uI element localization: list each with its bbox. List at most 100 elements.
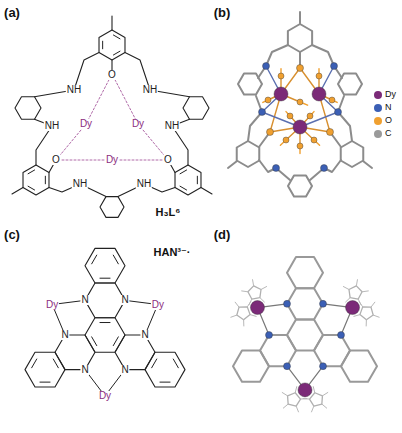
legend-row: C bbox=[374, 129, 392, 138]
methyl-bond bbox=[354, 315, 360, 317]
methyl-bond bbox=[243, 320, 244, 326]
atom-label: NH bbox=[44, 121, 60, 131]
nitrogen-atom bbox=[266, 332, 273, 339]
legend-swatch bbox=[374, 117, 382, 125]
atom-label: Dy bbox=[79, 119, 93, 129]
methyl-bond bbox=[282, 392, 287, 395]
oxygen-atom bbox=[278, 73, 284, 79]
panel-letter: (b) bbox=[214, 6, 231, 19]
methyl-bond bbox=[295, 387, 297, 393]
oxygen-atom bbox=[307, 113, 313, 119]
coordination-dash bbox=[112, 74, 138, 124]
coordination-dash bbox=[86, 74, 112, 124]
oxygen-atom bbox=[329, 97, 335, 103]
nitrogen-atom bbox=[259, 109, 266, 116]
cyclohexane-ring bbox=[183, 97, 209, 120]
formula-label: HAN³⁻· bbox=[154, 247, 191, 258]
legend-row: O bbox=[374, 116, 392, 125]
panel-letter: (d) bbox=[214, 228, 231, 241]
double-bond-line bbox=[28, 170, 35, 174]
coordination-dash bbox=[112, 160, 168, 161]
nitrogen-atom bbox=[284, 300, 291, 307]
methyl-bond bbox=[371, 302, 375, 307]
nitrogen-atom bbox=[284, 363, 291, 370]
methyl-bond bbox=[373, 315, 379, 317]
methyl-bond bbox=[235, 302, 239, 307]
bond-line bbox=[363, 161, 372, 168]
atom-label: N bbox=[120, 295, 129, 305]
methyl-bond bbox=[366, 320, 367, 326]
nitrogen-atom bbox=[320, 363, 327, 370]
atom-label: N bbox=[80, 365, 89, 375]
double-bond-line bbox=[113, 35, 120, 39]
methyl-bond bbox=[12, 188, 23, 195]
panel-letter: (c) bbox=[4, 228, 20, 241]
double-bond-line bbox=[28, 186, 35, 190]
nitrogen-atom bbox=[320, 300, 327, 307]
methyl-bond bbox=[312, 406, 314, 412]
bond-line bbox=[248, 96, 262, 141]
atom-label: O bbox=[51, 155, 61, 165]
double-bond-line bbox=[152, 359, 157, 368]
double-bond-line bbox=[32, 359, 37, 368]
bond-line bbox=[36, 126, 52, 165]
double-bond-line bbox=[180, 186, 187, 190]
benzene-ring bbox=[25, 352, 65, 387]
double-bond-line bbox=[197, 176, 198, 184]
atom-label: NH bbox=[72, 179, 88, 189]
formula-label: H₃L⁶ bbox=[156, 207, 181, 218]
dysprosium-atom bbox=[346, 301, 360, 315]
benzene-ring bbox=[145, 352, 185, 387]
atom-label: N bbox=[140, 330, 149, 340]
oxygen-atom bbox=[287, 113, 293, 119]
atom-label: O bbox=[163, 155, 173, 165]
double-bond-line bbox=[92, 255, 97, 264]
cp-ring bbox=[349, 286, 362, 299]
legend-text: Dy bbox=[385, 90, 396, 99]
bond-line bbox=[310, 160, 341, 180]
double-bond-line bbox=[100, 278, 110, 279]
han-ring bbox=[287, 257, 323, 288]
dysprosium-atom bbox=[293, 120, 307, 134]
cp-ring bbox=[310, 393, 323, 406]
methyl-bond bbox=[261, 287, 267, 290]
atom-label: NH bbox=[142, 85, 158, 95]
benzene-ring bbox=[85, 318, 125, 353]
methyl-bond bbox=[322, 404, 327, 408]
atom-label: O bbox=[107, 70, 117, 80]
legend-swatch bbox=[374, 91, 382, 99]
methyl-bond bbox=[356, 280, 357, 286]
oxygen-atom bbox=[311, 137, 317, 143]
methyl-bond bbox=[253, 280, 254, 286]
dysprosium-atom bbox=[312, 87, 326, 101]
nitrogen-atom bbox=[335, 109, 342, 116]
cyclohexane-ring bbox=[15, 97, 41, 120]
atom-label: NH bbox=[66, 85, 82, 95]
double-bond-line bbox=[92, 337, 97, 346]
han-ring bbox=[233, 351, 269, 382]
nitrogen-atom bbox=[321, 165, 328, 172]
ligand-ring bbox=[288, 24, 312, 52]
double-bond-line bbox=[173, 359, 178, 368]
atom-label: NH bbox=[136, 179, 152, 189]
cp-ring bbox=[360, 307, 373, 320]
atom-label: N bbox=[60, 330, 69, 340]
panel-letter: (a) bbox=[4, 6, 20, 19]
bond-line bbox=[228, 161, 237, 168]
dysprosium-atom bbox=[298, 383, 312, 397]
bond-line bbox=[299, 12, 301, 24]
methyl-bond bbox=[201, 188, 212, 195]
methyl-bond bbox=[343, 287, 349, 290]
legend-text: O bbox=[385, 116, 392, 125]
oxygen-atom bbox=[267, 129, 274, 136]
bond-line bbox=[338, 96, 352, 141]
dysprosium-atom bbox=[250, 301, 264, 315]
bond-line bbox=[259, 160, 290, 180]
nitrogen-atom bbox=[263, 63, 270, 70]
methyl-bond bbox=[111, 16, 112, 30]
pyrazine-ring bbox=[85, 283, 125, 318]
coordination-dash bbox=[56, 160, 112, 161]
han-ring bbox=[287, 288, 323, 319]
cp-ring bbox=[237, 307, 250, 320]
